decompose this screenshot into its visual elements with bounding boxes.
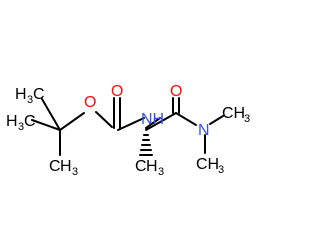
svg-text:3: 3	[158, 166, 164, 178]
amide-nh-label: NH	[141, 111, 164, 128]
svg-text:C: C	[49, 158, 61, 175]
svg-text:C: C	[33, 86, 45, 103]
svg-text:3: 3	[27, 94, 33, 106]
bond-nh-alpha	[145, 117, 161, 129]
bond-o-carbonyl	[95, 111, 113, 128]
svg-text:CH: CH	[222, 105, 245, 122]
svg-text:CH: CH	[196, 156, 219, 173]
structure-canvas: O O NH O N H 3 C H 3 C C H 3 C H 3	[6, 83, 250, 178]
svg-text:C: C	[24, 113, 36, 130]
svg-text:C: C	[135, 158, 147, 175]
molecule-diagram: O O NH O N H 3 C H 3 C C H 3 C H 3	[6, 83, 250, 178]
hashed-wedge-bond	[139, 134, 153, 156]
methyl-left-bottom-label: C H 3	[49, 158, 78, 178]
bond-n-methyl-top	[209, 115, 224, 125]
svg-text:H: H	[15, 86, 27, 103]
methyl-left-mid-label: H 3 C	[6, 113, 36, 133]
bond-carbonyl-nh	[117, 117, 145, 131]
carbamate-oxygen-label: O	[111, 83, 123, 100]
bond-lines	[31, 97, 224, 156]
svg-text:3: 3	[72, 166, 78, 178]
svg-text:H: H	[60, 158, 72, 175]
amide-oxygen-label: O	[170, 83, 182, 100]
methyl-left-top-label: H 3 C	[15, 86, 45, 106]
svg-text:3: 3	[218, 164, 224, 176]
svg-text:H: H	[146, 158, 158, 175]
methyl-alpha-label: C H 3	[135, 158, 164, 178]
ester-oxygen-label: O	[84, 94, 96, 111]
atom-labels: O O NH O N H 3 C H 3 C C H 3 C H 3	[6, 83, 250, 178]
bond-tbu-top	[41, 98, 61, 131]
methyl-n-bottom-label: CH 3	[196, 156, 224, 176]
svg-text:3: 3	[244, 113, 250, 125]
bond-amide-n	[175, 112, 197, 126]
methyl-n-top-label: CH 3	[222, 105, 250, 125]
bond-alpha-amide	[145, 112, 177, 131]
bond-tbu-o	[59, 112, 85, 131]
svg-text:3: 3	[18, 121, 24, 133]
bond-tbu-mid	[31, 119, 61, 131]
dimethyl-nitrogen-label: N	[198, 122, 210, 139]
svg-text:H: H	[6, 113, 18, 130]
